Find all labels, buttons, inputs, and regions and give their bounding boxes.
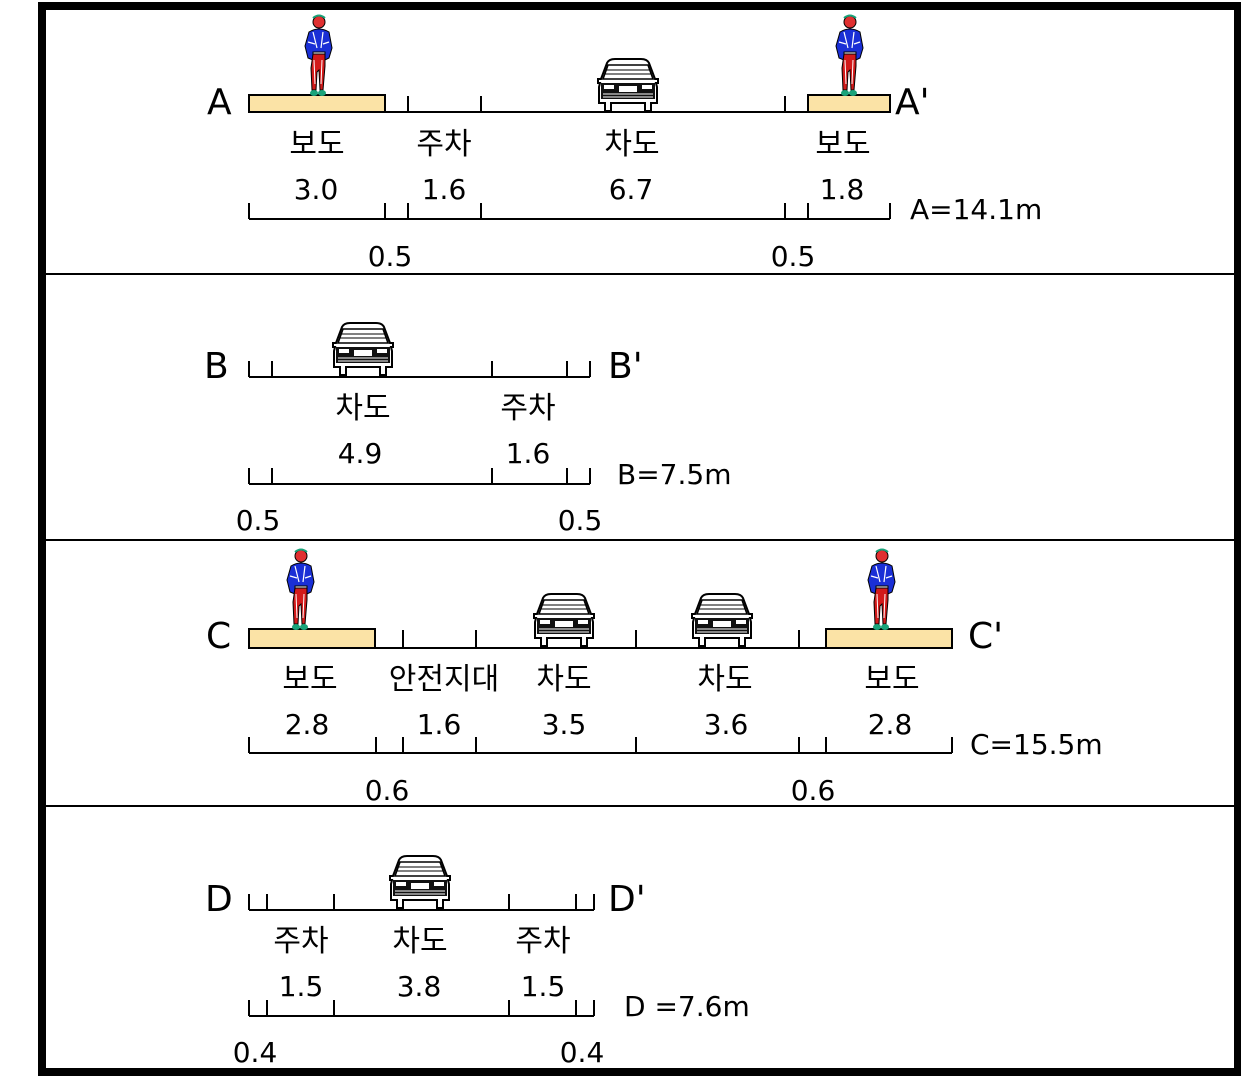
segment-label: 차도 <box>604 127 659 162</box>
section-start-label: A <box>207 82 232 123</box>
section-end-label: A' <box>895 82 930 123</box>
gap-width: 0.5 <box>368 240 413 273</box>
segment-width: 1.8 <box>820 173 865 206</box>
sidewalk-block <box>248 94 386 113</box>
sidewalk-block <box>825 628 953 649</box>
segment-label: 보도 <box>864 662 919 697</box>
section-start-label: D <box>205 879 233 920</box>
segment-label: 주차 <box>416 127 471 162</box>
car-rear-icon <box>331 321 395 377</box>
section-total: D =7.6m <box>624 990 750 1023</box>
segment-label: 차도 <box>697 662 752 697</box>
segment-width: 6.7 <box>609 173 654 206</box>
gap-width: 0.4 <box>233 1036 278 1069</box>
segment-width: 1.5 <box>521 970 566 1003</box>
segment-width: 1.6 <box>506 437 551 470</box>
gap-width: 0.6 <box>791 774 836 807</box>
section-end-label: C' <box>968 616 1003 657</box>
sidewalk-block <box>807 94 891 113</box>
section-end-label: D' <box>608 879 646 920</box>
segment-width: 3.5 <box>542 708 587 741</box>
car-rear-icon <box>532 592 596 648</box>
segment-width: 2.8 <box>868 708 913 741</box>
section-b <box>248 361 591 485</box>
segment-label: 차도 <box>392 924 447 959</box>
section-total: A=14.1m <box>910 193 1042 226</box>
segment-label: 차도 <box>536 662 591 697</box>
segment-label: 차도 <box>335 391 390 426</box>
segment-label: 보도 <box>289 127 344 162</box>
segment-label: 주차 <box>500 391 555 426</box>
segment-width: 1.5 <box>279 970 324 1003</box>
car-rear-icon <box>596 57 660 113</box>
segment-label: 보도 <box>815 127 870 162</box>
segment-width: 4.9 <box>338 437 383 470</box>
section-start-label: B <box>204 346 229 387</box>
segment-width: 1.6 <box>422 173 467 206</box>
sidewalk-block <box>248 628 376 649</box>
pedestrian-icon <box>835 14 864 97</box>
segment-width: 3.6 <box>704 708 749 741</box>
section-total: B=7.5m <box>617 458 731 491</box>
pedestrian-icon <box>286 548 315 631</box>
segment-width: 2.8 <box>285 708 330 741</box>
segment-width: 3.8 <box>397 970 442 1003</box>
gap-width: 0.5 <box>236 504 281 537</box>
gap-width: 0.6 <box>365 774 410 807</box>
car-rear-icon <box>690 592 754 648</box>
gap-width: 0.5 <box>558 504 603 537</box>
section-c <box>248 628 953 754</box>
segment-label: 주차 <box>515 924 570 959</box>
section-d <box>248 894 595 1017</box>
pedestrian-icon <box>867 548 896 631</box>
segment-label: 안전지대 <box>389 662 499 697</box>
car-rear-icon <box>388 854 452 910</box>
segment-width: 1.6 <box>417 708 462 741</box>
section-start-label: C <box>206 616 231 657</box>
section-total: C=15.5m <box>970 728 1103 761</box>
gap-width: 0.4 <box>560 1036 605 1069</box>
segment-width: 3.0 <box>294 173 339 206</box>
pedestrian-icon <box>304 14 333 97</box>
segment-label: 주차 <box>273 924 328 959</box>
segment-label: 보도 <box>282 662 337 697</box>
section-end-label: B' <box>608 346 643 387</box>
gap-width: 0.5 <box>771 240 816 273</box>
section-a <box>248 94 891 220</box>
